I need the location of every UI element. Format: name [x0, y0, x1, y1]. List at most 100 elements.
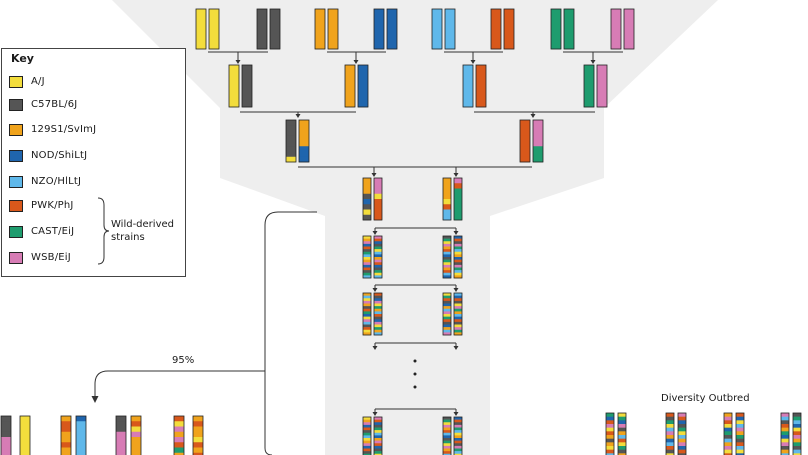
arrow-head: [590, 60, 596, 64]
chromosome-segment: [454, 332, 462, 336]
chromosome-segment: [724, 438, 732, 443]
chromosome-outline: [442, 235, 452, 279]
chromosome-segment: [1, 426, 11, 433]
chromosome-segment: [174, 431, 184, 438]
chromosome-segment: [363, 422, 371, 426]
chromosome-segment: [286, 125, 296, 131]
chromosome-outline: [453, 292, 463, 336]
chromosome-outline: [453, 235, 463, 279]
chromosome-segment: [131, 426, 141, 433]
chromosome-segment: [286, 120, 296, 126]
arrow-head: [372, 288, 378, 292]
chromosome-segment: [611, 39, 621, 50]
chromosome-segment: [61, 447, 71, 454]
chromosome-segment: [374, 424, 382, 428]
chromosome-outline: [605, 412, 615, 455]
key-swatch-wsb: [9, 252, 23, 264]
chromosome: [442, 292, 452, 336]
chromosome-segment: [443, 178, 451, 184]
chromosome-segment: [363, 311, 371, 315]
chromosome-segment: [491, 19, 501, 30]
chromosome-segment: [491, 29, 501, 40]
chromosome-segment: [443, 298, 451, 302]
chromosome-segment: [286, 141, 296, 147]
chromosome-segment: [551, 9, 561, 20]
chromosome-segment: [443, 262, 451, 266]
chromosome-segment: [315, 19, 325, 30]
chromosome-segment: [363, 424, 371, 428]
chromosome-segment: [724, 427, 732, 432]
chromosome-outline: [453, 416, 463, 455]
chromosome-segment: [443, 236, 451, 239]
chromosome: [442, 416, 452, 455]
chromosome-segment: [61, 442, 71, 448]
chromosome-segment: [374, 448, 382, 452]
chromosome-segment: [666, 435, 674, 439]
chromosome: [373, 292, 383, 336]
chromosome-segment: [618, 446, 626, 450]
chromosome: [623, 8, 635, 50]
chromosome-segment: [374, 214, 382, 221]
chromosome-segment: [618, 431, 626, 436]
chromosome-segment: [209, 39, 219, 50]
chromosome-segment: [443, 300, 451, 304]
chromosome-segment: [387, 39, 397, 50]
chromosome-segment: [443, 257, 451, 260]
chromosome-segment: [666, 420, 674, 425]
chromosome-segment: [374, 327, 382, 331]
chromosome-segment: [374, 329, 382, 333]
chromosome-segment: [229, 96, 239, 108]
chromosome: [563, 8, 575, 50]
chromosome-outline: [195, 8, 207, 50]
chromosome-segment: [1, 442, 11, 448]
chromosome-outline: [503, 8, 515, 50]
chromosome-segment: [363, 451, 371, 455]
chromosome-segment: [131, 431, 141, 438]
arrow-head: [453, 231, 459, 235]
chromosome-segment: [374, 316, 382, 320]
chromosome-outline: [610, 8, 622, 50]
chromosome-segment: [443, 259, 451, 263]
chromosome-segment: [476, 86, 486, 97]
chromosome-segment: [678, 449, 686, 454]
chromosome-segment: [374, 199, 382, 205]
key-swatch-nod: [9, 150, 23, 162]
chromosome-segment: [363, 267, 371, 271]
chromosome-segment: [443, 209, 451, 216]
chromosome-segment: [551, 39, 561, 50]
chromosome: [386, 8, 398, 50]
chromosome: [490, 8, 502, 50]
chromosome: [792, 412, 802, 455]
chromosome-segment: [286, 130, 296, 137]
chromosome: [173, 415, 185, 455]
chromosome-segment: [374, 440, 382, 444]
chromosome-segment: [257, 39, 267, 50]
chromosome-segment: [363, 332, 371, 336]
chromosome-segment: [363, 264, 371, 268]
chromosome-segment: [454, 298, 462, 302]
chromosome-segment: [363, 316, 371, 320]
arrow-head: [372, 412, 378, 416]
chromosome-segment: [374, 243, 382, 247]
chromosome-segment: [374, 259, 382, 263]
chromosome-segment: [666, 453, 674, 455]
chromosome-segment: [363, 321, 371, 325]
chromosome-outline: [192, 415, 204, 455]
chromosome-segment: [131, 421, 141, 427]
chromosome-segment: [374, 422, 382, 426]
chromosome-outline: [373, 8, 385, 50]
chromosome-segment: [61, 437, 71, 443]
chromosome-segment: [443, 311, 451, 315]
chromosome-segment: [454, 254, 462, 258]
chromosome-segment: [606, 427, 614, 432]
chromosome-segment: [454, 321, 462, 325]
chromosome-segment: [193, 452, 203, 455]
chromosome-segment: [781, 435, 789, 439]
chromosome-segment: [363, 417, 371, 420]
chromosome-segment: [443, 272, 451, 276]
chromosome-segment: [196, 39, 206, 50]
chromosome-segment: [374, 29, 384, 40]
chromosome-segment: [724, 446, 732, 450]
chromosome-segment: [299, 141, 309, 147]
chromosome-segment: [299, 156, 309, 163]
